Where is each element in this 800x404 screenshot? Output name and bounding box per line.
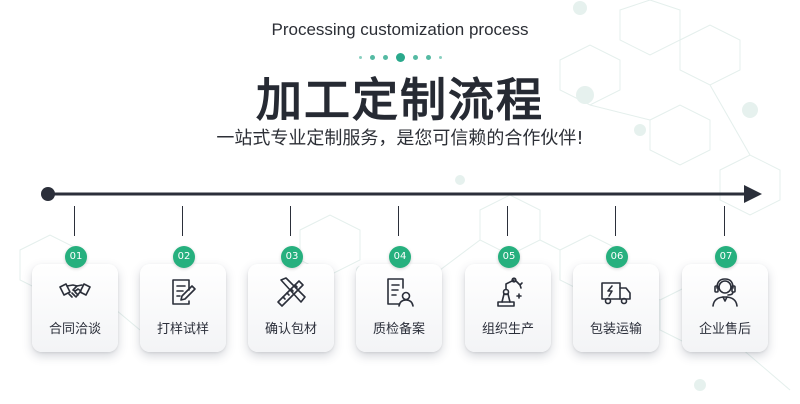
step-card [140,264,226,352]
step-label: 企业售后 [698,322,751,337]
timeline-tick [290,206,291,236]
document-inspector-icon [383,276,415,308]
handshake-icon [59,276,91,308]
timeline-tick [74,206,75,236]
step-packaging-transport: 06 包装运输 [571,206,661,354]
step-number: 03 [281,246,303,268]
robot-arm-icon [492,276,524,308]
form-edit-icon [167,276,199,308]
step-number: 06 [606,246,628,268]
timeline-tick [615,206,616,236]
timeline-tick [182,206,183,236]
subtitle-en: Processing customization process [271,20,529,39]
step-confirm-packaging: 03 确认包材 [246,206,336,354]
step-label: 质检备案 [372,322,425,337]
step-number: 02 [173,246,195,268]
ruler-pencil-icon [275,276,307,308]
step-organize-production: 05 组织生产 [463,206,553,354]
step-quality-inspection: 04 质检备案 [354,206,444,354]
step-number: 07 [715,246,737,268]
step-number: 05 [498,246,520,268]
step-sampling: 02 打样试样 [138,206,228,354]
step-label: 合同洽谈 [48,322,101,337]
timeline-arrow-icon [744,185,762,203]
page-title: 加工定制流程 [256,73,544,127]
step-card [248,264,334,352]
timeline-tick [398,206,399,236]
step-card [465,264,551,352]
timeline-tick [724,206,725,236]
decorative-dots [0,47,800,62]
timeline-tick [507,206,508,236]
step-label: 组织生产 [481,322,534,337]
step-number: 04 [389,246,411,268]
step-card [573,264,659,352]
step-number: 01 [65,246,87,268]
step-label: 打样试样 [156,322,209,337]
step-contract-negotiation: 01 合同洽谈 [30,206,120,354]
delivery-truck-icon [600,276,632,308]
step-card [32,264,118,352]
step-after-sales: 07 企业售后 [680,206,770,354]
slogan: 一站式专业定制服务，是您可信赖的合作伙伴! [216,128,584,149]
step-label: 确认包材 [264,322,317,337]
timeline-start-dot [41,187,55,201]
step-label: 包装运输 [589,322,642,337]
customer-service-icon [709,276,741,308]
